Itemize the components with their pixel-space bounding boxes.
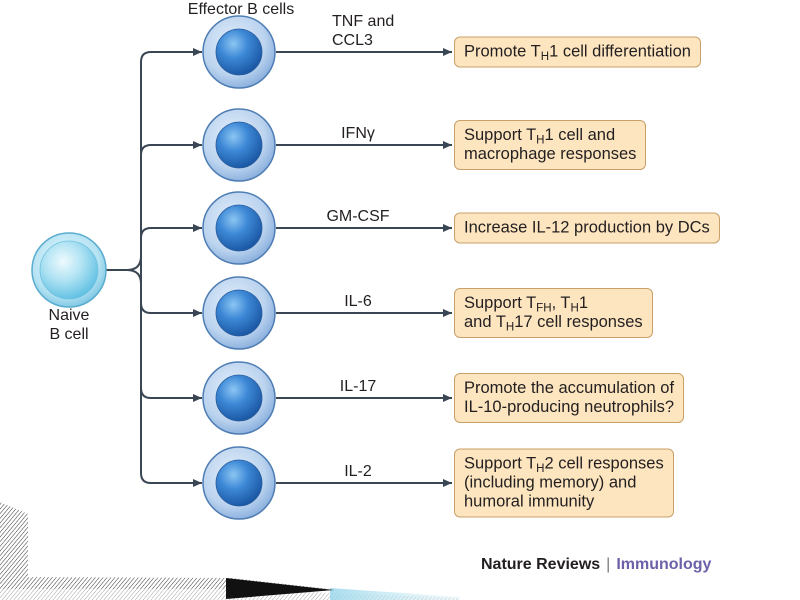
branch-arrow-to-effector-cell	[140, 387, 202, 403]
effect-text: and T	[464, 313, 506, 331]
branch-arrow-to-effector-cell	[140, 302, 202, 318]
cytokine-label: GM-CSF	[308, 207, 408, 226]
decorative-slide-corner	[0, 502, 460, 600]
journal-name: Nature Reviews	[481, 556, 601, 573]
effect-text: 1	[578, 294, 589, 312]
effect-text: Support T	[464, 126, 537, 144]
cytokine-label: TNF and CCL3	[332, 12, 394, 50]
effect-text: 17 cell responses	[514, 313, 643, 331]
cell-inner-sphere	[215, 204, 263, 252]
subscript-text: H	[540, 50, 550, 63]
subscript-text: H	[536, 134, 545, 147]
journal-credit: Nature Reviews | Immunology	[481, 555, 711, 575]
effect-text-line: humoral immunity	[464, 493, 664, 512]
effect-text-line: Support TH1 cell and	[464, 126, 636, 147]
journal-separator: |	[606, 556, 611, 573]
cytokine-label-line: GM-CSF	[326, 208, 390, 225]
effect-text: Promote the accumulation of	[464, 379, 675, 397]
subscript-text: H	[505, 321, 515, 334]
cell-inner-sphere	[215, 459, 263, 507]
effect-text: Promote T	[464, 42, 541, 61]
cell-inner-sphere	[215, 28, 263, 76]
effect-text-line: Increase IL-12 production by DCs	[464, 219, 710, 238]
effector-b-cell	[202, 276, 276, 350]
cytokine-label: IFNγ	[308, 124, 408, 143]
cytokine-label-line: IL-2	[344, 463, 372, 480]
effector-b-cell	[202, 15, 276, 89]
effect-text-line: Support TFH, TH1	[464, 294, 643, 315]
subscript-text: H	[536, 462, 545, 475]
decorative-black-wedge	[226, 578, 334, 599]
effect-text-line: Support TH2 cell responses	[464, 454, 664, 475]
cell-inner-sphere	[215, 289, 263, 337]
naive-label-line: Naive	[48, 307, 90, 324]
effect-text: 2 cell responses	[544, 454, 664, 473]
subscript-text: H	[570, 302, 579, 315]
effector-b-cells-heading: Effector B cells	[187, 1, 295, 18]
cell-inner-sphere	[215, 121, 263, 169]
effect-text: Support T	[464, 294, 537, 312]
cytokine-label-line: IL-17	[339, 378, 377, 395]
cytokine-label-line: TNF and	[332, 13, 395, 30]
effect-box: Increase IL-12 production by DCs	[454, 212, 720, 244]
effect-text: humoral immunity	[464, 492, 595, 511]
effector-b-cell	[202, 361, 276, 435]
branch-arrow-to-effector-cell	[140, 47, 202, 63]
effect-text: (including memory) and	[464, 473, 637, 492]
journal-section: Immunology	[616, 556, 712, 573]
connector-lines	[106, 47, 452, 488]
cytokine-label-line: IL-6	[344, 293, 372, 310]
effect-text: , T	[551, 294, 571, 312]
effect-text-line: Promote TH1 cell differentiation	[464, 42, 691, 63]
naive-b-cell	[31, 232, 107, 308]
cytokine-label-line: CCL3	[332, 32, 373, 49]
effect-text: 1 cell and	[544, 126, 616, 144]
cytokine-label: IL-17	[308, 377, 408, 396]
naive-b-cell-label: Naive B cell	[27, 306, 111, 344]
cytokine-label: IL-2	[308, 462, 408, 481]
naive-to-trunk-connector	[106, 255, 142, 285]
effector-b-cell	[202, 446, 276, 520]
effect-text-line: (including memory) and	[464, 474, 664, 493]
effect-box: Promote TH1 cell differentiation	[454, 36, 701, 68]
effect-text-line: and TH17 cell responses	[464, 313, 643, 334]
effect-text: Support T	[464, 454, 537, 473]
branch-arrow-to-effector-cell	[140, 223, 202, 239]
naive-label-line: B cell	[49, 326, 89, 343]
effect-text-line: Promote the accumulation of	[464, 379, 674, 398]
effect-text-line: IL-10-producing neutrophils?	[464, 398, 674, 417]
cytokine-label-line: IFNγ	[341, 125, 375, 142]
branch-arrow-to-effector-cell	[140, 140, 202, 156]
subscript-text: FH	[536, 302, 552, 315]
effect-text-line: macrophage responses	[464, 145, 636, 164]
decorative-hatch-corner	[0, 502, 28, 579]
effect-box: Support TH2 cell responses(including mem…	[454, 448, 674, 518]
effect-text: Increase IL-12 production by DCs	[464, 218, 710, 237]
branch-arrow-to-effector-cell	[140, 472, 202, 488]
cell-inner-sphere	[39, 240, 99, 300]
cell-inner-sphere	[215, 374, 263, 422]
effect-text: 1 cell differentiation	[549, 42, 691, 61]
effector-b-cell	[202, 191, 276, 265]
cytokine-label: IL-6	[308, 292, 408, 311]
effect-text: macrophage responses	[464, 145, 637, 163]
decorative-cyan-fade	[330, 588, 460, 600]
effect-text: IL-10-producing neutrophils?	[464, 398, 675, 416]
effector-b-cell	[202, 108, 276, 182]
